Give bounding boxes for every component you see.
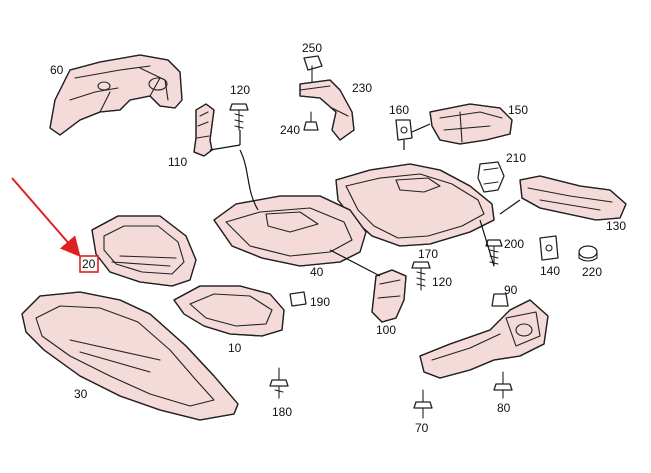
part-190-clip[interactable] [289,291,307,307]
part-40-panel[interactable] [213,195,367,267]
part-20-panel[interactable] [91,215,197,287]
callout-220[interactable]: 220 [582,265,602,279]
callout-130[interactable]: 130 [606,219,626,233]
part-30-panel[interactable] [21,291,239,421]
bolt-120-top[interactable] [229,103,249,145]
callout-30[interactable]: 30 [74,387,88,401]
callout-120-lower[interactable]: 120 [432,275,452,289]
bolt-80[interactable] [493,371,513,399]
part-110-bracket[interactable] [193,103,241,157]
part-90-clip[interactable] [491,293,509,307]
part-130-panel[interactable] [519,175,627,221]
callout-110[interactable]: 110 [168,155,187,169]
callout-250[interactable]: 250 [302,41,322,55]
bolt-120-lower[interactable] [411,261,431,291]
part-250-clip[interactable] [303,55,323,83]
callout-60[interactable]: 60 [50,63,64,77]
leader-line [329,249,381,277]
callout-90[interactable]: 90 [504,283,518,297]
bolt-180[interactable] [269,367,289,399]
part-160-clip[interactable] [395,119,431,150]
callout-170[interactable]: 170 [418,247,438,261]
callout-40[interactable]: 40 [310,265,324,279]
leader-line [239,149,259,211]
pointer-arrow [11,177,81,258]
callout-140[interactable]: 140 [540,264,560,278]
callout-100[interactable]: 100 [376,323,396,337]
callout-80[interactable]: 80 [497,401,511,415]
callout-120-top[interactable]: 120 [230,83,250,97]
leader-line [479,219,495,267]
part-150-panel[interactable] [429,103,513,145]
callout-150[interactable]: 150 [508,103,528,117]
callout-230[interactable]: 230 [352,81,372,95]
callout-180[interactable]: 180 [272,405,292,419]
callout-70[interactable]: 70 [415,421,429,435]
callout-200[interactable]: 200 [504,237,524,251]
bolt-70[interactable] [413,389,433,419]
leader-line [499,199,521,215]
part-230-bracket[interactable] [299,79,355,141]
part-10-panel[interactable] [173,285,285,337]
part-170-panel[interactable] [335,163,495,247]
callout-240[interactable]: 240 [280,123,300,137]
bolt-200[interactable] [485,239,503,267]
part-220-nut[interactable] [578,245,598,262]
highlight-box [79,255,99,273]
callout-210[interactable]: 210 [506,151,526,165]
callout-10[interactable]: 10 [228,341,242,355]
part-60-bracket[interactable] [49,54,183,136]
part-140-clip[interactable] [539,235,559,261]
callout-190[interactable]: 190 [310,295,330,309]
part-240-nut[interactable] [303,111,319,131]
part-100-bracket[interactable] [371,269,407,323]
part-210-clip[interactable] [477,161,505,193]
callout-160[interactable]: 160 [389,103,409,117]
callout-20[interactable]: 20 [82,257,96,271]
part-lower-right-bracket[interactable] [419,299,549,379]
